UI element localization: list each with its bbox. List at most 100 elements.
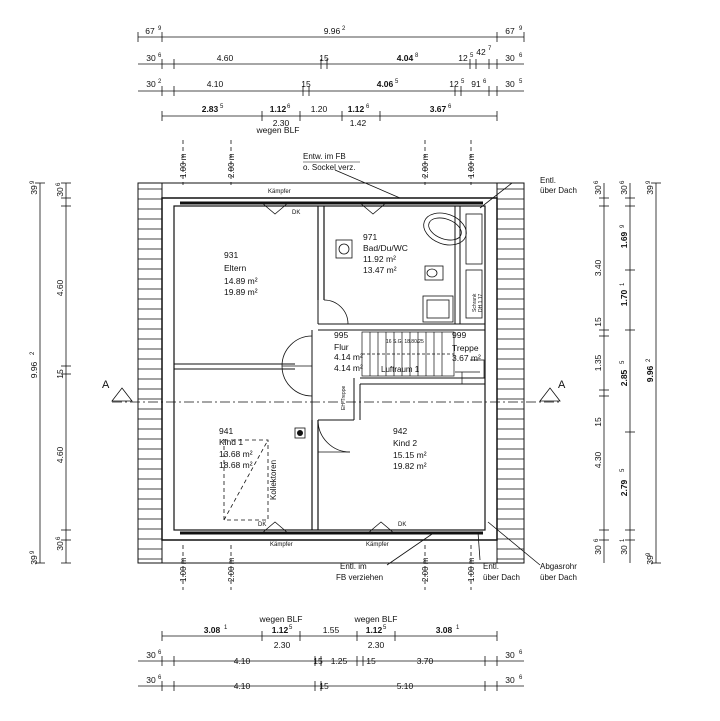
roof-overhangs [137,182,525,564]
room-no: 941 [219,426,233,436]
sup-r2: 6 [594,538,600,542]
dim-top-r4-2: 1.20 [311,104,328,114]
bath-cabinet-labels: Schrank DH 1.17 [472,293,484,312]
section-label-right: A [558,379,566,391]
dim-top-r2-3: 4.04 [397,53,414,63]
sup-t10: 5 [461,79,465,85]
sup-b3: 1 [456,625,460,631]
sup-t13: 5 [220,104,224,110]
roof-edge-dims-bottom: 1.00 m 2.00 m 2.00 m 1.00 m [179,557,476,582]
room-area-1: 11.92 m² [363,254,396,264]
dim-top-r4-4: 3.67 [430,104,447,114]
dim-top-r3-4: 12 [449,79,459,89]
dk-top: DK [292,210,300,216]
eh-treppe-label: EH-Treppe [341,386,347,410]
sup-t8: 2 [158,79,162,85]
sup-r1: 6 [620,180,626,184]
right-dimension-labels: 30 3.40 15 1.35 15 4.30 30 30 1.69 1.70 … [593,185,655,565]
room-no: 942 [393,426,407,436]
dim-right-b5: 30 [619,545,629,555]
room-kind2: 942 Kind 2 15.15 m² 19.82 m² [393,426,427,471]
callout-lines [334,169,541,566]
collector-area [223,439,269,521]
roof-dim-t1: 2.00 m [227,153,236,178]
sup-b0: 1 [224,625,228,631]
sup-r3: 1 [620,538,626,542]
bath-fixtures [335,212,483,323]
roof-dim-b1: 2.00 m [227,557,236,582]
bottom-dimension-chains [138,631,524,691]
dim-top-r3-5: 91 [471,79,481,89]
top-dimension-chains [137,32,525,121]
entl-dach-1: Entl. [540,176,556,185]
luftraum-label: Luftraum 1 [381,365,420,374]
dim-left-i4: 4.60 [55,446,65,463]
dim-left-i1: 30 [55,187,65,197]
roof-edge-dims-top: 1.00 m 2.00 m 2.00 m 1.00 m [179,153,476,178]
sup-l2: 9 [30,180,36,184]
dim-bot-r2-0: 30 [146,650,156,660]
inner-walls [174,206,485,530]
roof-dim-b3: 1.00 m [467,557,476,582]
room-name: Kind 1 [219,437,243,447]
dim-bot-r2-2: 15 [313,656,323,666]
outer-walls [161,197,498,541]
bottom-dimension-labels: 3.08 1.12 1.55 1.12 3.08 2.30 2.30 wegen… [146,614,515,691]
dim-left-i0: 39 [29,185,39,195]
sup-t14: 6 [287,104,291,110]
room-no: 999 [452,330,466,340]
room-treppe: 999 Treppe 3.67 m² [452,330,481,363]
sup-r5: 9 [646,552,652,556]
sup-r10: 1 [620,282,626,286]
top-dimension-superscripts: 9 2 9 6 8 5 7 6 2 5 5 6 5 5 6 6 6 [158,26,523,110]
sup-t16: 6 [448,104,452,110]
room-no: 931 [224,250,238,260]
left-dimension-superscripts: 2 6 9 6 9 [30,180,62,554]
sockel: o. Sockel verz. [303,163,355,172]
dim-left-i6: 39 [29,555,39,565]
window-labels: Kämpfer DK Kämpfer Kämpfer DK DK [258,189,406,548]
sup-r7: 9 [620,224,626,228]
sup-t2: 9 [519,26,523,32]
dk-bot-2: DK [398,522,406,528]
room-no: 971 [363,232,377,242]
dim-right-b1: 1.69 [619,231,629,248]
dim-bot-r3-2: 15 [319,681,329,691]
room-area-2: 19.89 m² [224,287,258,297]
callout-labels: Entw. im FB o. Sockel verz. Entl. über D… [303,152,577,582]
dim-right-c2: 39 [645,555,655,565]
dim-right-c1: 9.96 [645,365,655,382]
room-area-1: 3.67 m² [452,353,481,363]
room-area-1: 13.68 m² [219,449,253,459]
shaft-box [294,427,306,439]
dim-top-r4b-1: 1.42 [350,118,367,128]
sup-r8: 5 [620,360,626,364]
dim-right-a5: 4.30 [593,451,603,468]
dim-right-a1: 3.40 [593,259,603,276]
cabinet-label-2: DH 1.17 [478,293,484,312]
sup-t4: 8 [415,53,419,59]
dim-right-a6: 30 [593,545,603,555]
room-no: 995 [334,330,348,340]
dim-bot-r3-1: 4.10 [234,681,251,691]
sup-t15: 6 [366,104,370,110]
dim-right-b0: 30 [619,185,629,195]
sup-t5: 5 [470,53,474,59]
sup-r4: 9 [646,180,652,184]
sup-t3: 6 [158,53,162,59]
dim-top-r2-0: 30 [146,53,156,63]
dim-right-b3: 2.85 [619,369,629,386]
dim-bot-r2-3: 1.25 [331,656,348,666]
sup-b4: 6 [158,650,162,656]
roof-dim-t2: 2.00 m [421,153,430,178]
dim-top-r4-note: wegen BLF [256,125,300,135]
sup-t6: 7 [488,46,492,52]
dim-top-r2-6: 30 [505,53,515,63]
top-dimension-labels: 67 9.96 67 30 4.60 15 4.04 12 42 30 30 4… [145,26,515,135]
sup-t9: 5 [395,79,399,85]
section-label-left: A [102,379,110,391]
kaempfer-bot-1: Kämpfer [270,542,293,548]
doors [261,202,395,534]
sup-t1: 2 [342,26,346,32]
kaempfer-bot-2: Kämpfer [366,542,389,548]
